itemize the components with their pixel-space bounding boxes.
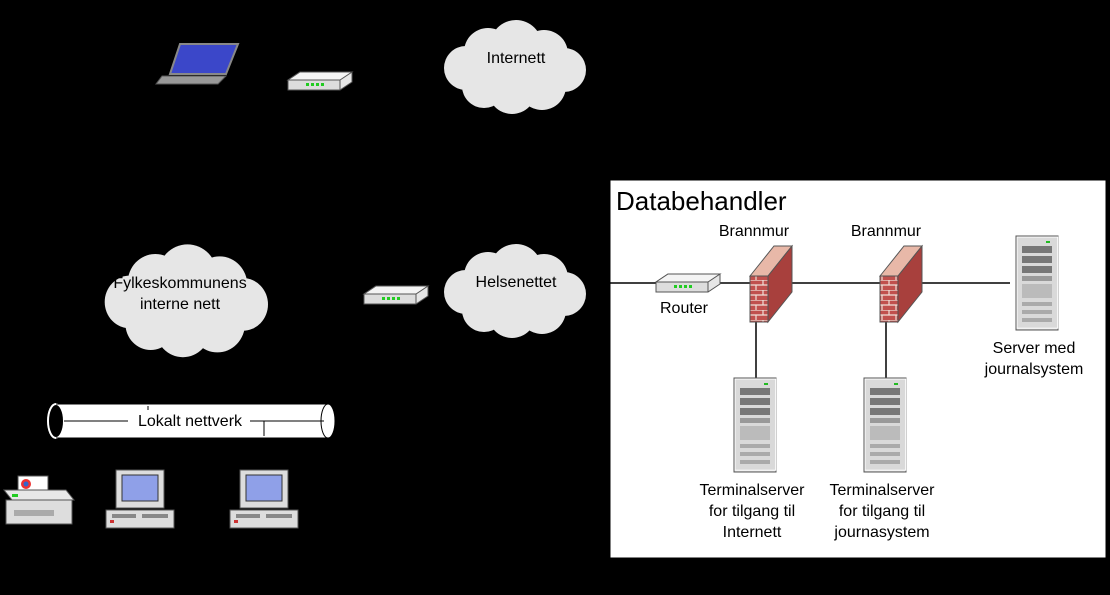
lokalt-nettverk-label-bg: [128, 410, 250, 430]
server-tower-icon: [1015, 235, 1059, 331]
helsenettet-label: Helsenettet: [476, 274, 557, 291]
modem-icon: [363, 285, 429, 305]
server-tower-icon: [863, 377, 907, 473]
firewall-icon: [878, 244, 924, 324]
router-label: Router: [660, 300, 709, 317]
terminal1-label-line2: for tilgang til: [709, 503, 795, 520]
brannmur-1-label: Brannmur: [719, 223, 790, 240]
server-tower-icon: [733, 377, 777, 473]
databehandler-title: Databehandler: [616, 186, 787, 216]
firewall-icon: [748, 244, 794, 324]
fylkes-label-line2: interne nett: [140, 296, 221, 313]
fylkes-label-line1: Fylkeskommunens: [113, 275, 246, 292]
terminal1-label-line3: Internett: [723, 524, 782, 541]
cloud-icon: [444, 244, 586, 338]
internet-label: Internett: [487, 50, 546, 67]
desktop-computer-icon: [229, 469, 299, 529]
modem-icon: [655, 273, 721, 293]
server-label-line1: Server med: [993, 340, 1076, 357]
desktop-computer-icon: [105, 469, 175, 529]
terminal2-label-line2: for tilgang til: [839, 503, 925, 520]
printer-icon: [2, 475, 76, 525]
lokalt-nettverk-label: Lokalt nettverk: [138, 413, 243, 430]
terminal2-label-line3: journasystem: [833, 524, 929, 541]
cloud-icon: [444, 20, 586, 114]
laptop-icon: [155, 43, 240, 85]
modem-icon: [287, 71, 353, 91]
brannmur-2-label: Brannmur: [851, 223, 922, 240]
server-label-line2: journalsystem: [984, 361, 1084, 378]
terminal2-label-line1: Terminalserver: [830, 482, 936, 499]
terminal1-label-line1: Terminalserver: [700, 482, 806, 499]
